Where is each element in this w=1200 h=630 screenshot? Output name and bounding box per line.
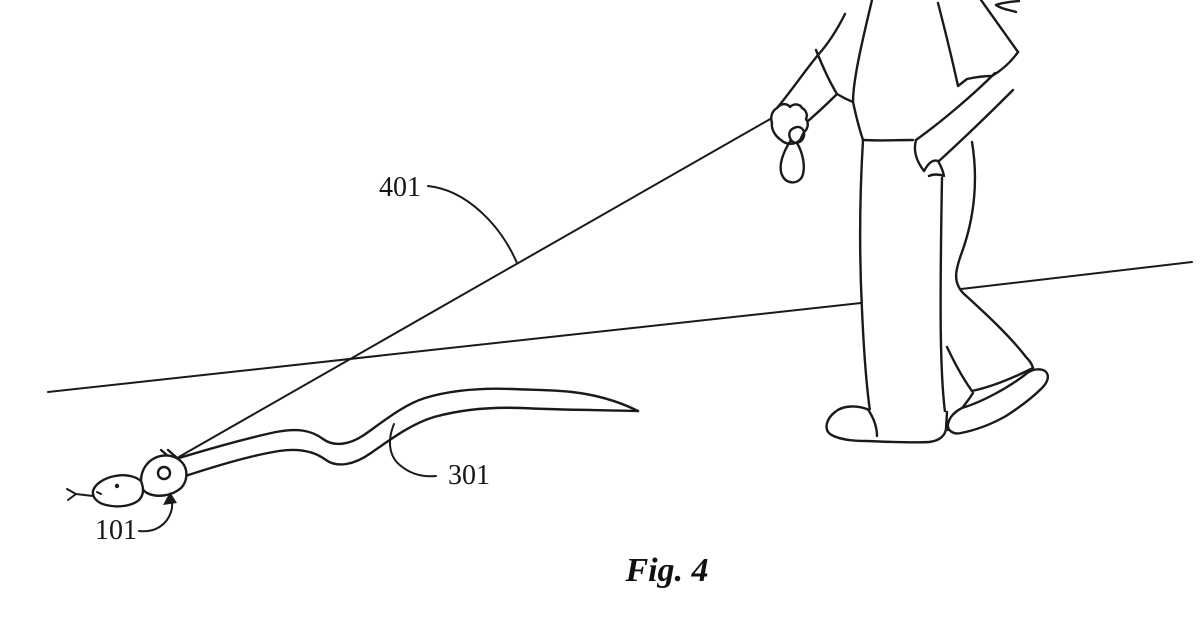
collar-ring bbox=[156, 465, 172, 481]
torso-left-lower-edge bbox=[851, 100, 865, 142]
reference-101: 101 bbox=[95, 492, 177, 546]
back-pant-hem bbox=[970, 366, 1035, 393]
leash-loop-strap bbox=[779, 138, 805, 184]
reference-401: 401 bbox=[379, 172, 518, 264]
ground-line-right-segment bbox=[960, 261, 1193, 290]
ponytail-wisp bbox=[994, 0, 1021, 14]
snake-figure bbox=[66, 387, 640, 508]
reference-301: 301 bbox=[388, 423, 490, 491]
shirt-front-opening bbox=[936, 1, 994, 88]
reference-101-arrowhead bbox=[163, 492, 177, 505]
torso-left-edge bbox=[851, 0, 874, 104]
far-sleeve-outer-edge bbox=[979, 0, 1020, 54]
snake-body-top-line bbox=[167, 387, 640, 463]
person-figure bbox=[770, 0, 1050, 444]
reference-301-leader bbox=[388, 423, 437, 478]
leash-loop-ring bbox=[788, 125, 806, 144]
snake-nostril bbox=[96, 491, 102, 495]
front-pant-right-edge bbox=[939, 176, 950, 432]
leash-line bbox=[169, 117, 773, 463]
snake-body-bottom-line bbox=[177, 406, 640, 480]
far-forearm-lower-edge bbox=[937, 88, 1015, 163]
reference-label-301: 301 bbox=[448, 460, 490, 491]
front-pant-left-edge bbox=[858, 138, 872, 413]
back-pant-front-edge bbox=[945, 345, 974, 393]
pocket-flap bbox=[927, 159, 946, 178]
reference-label-401: 401 bbox=[379, 172, 421, 203]
reference-label-101: 101 bbox=[95, 515, 137, 546]
front-shoe-tongue-line bbox=[867, 409, 879, 438]
near-hand-fist bbox=[770, 102, 809, 145]
far-forearm-upper-edge bbox=[914, 71, 997, 142]
front-shoe bbox=[825, 405, 949, 444]
snake-eye bbox=[114, 483, 120, 489]
far-hand bbox=[913, 138, 940, 173]
near-sleeve-hem bbox=[814, 48, 855, 104]
back-shoe bbox=[946, 368, 1050, 435]
hip-and-back-leg-edge bbox=[954, 140, 1035, 370]
reference-401-leader bbox=[427, 185, 518, 264]
snake-tongue bbox=[66, 488, 94, 501]
near-arm-upper-edge bbox=[775, 12, 847, 110]
snake-head bbox=[91, 474, 145, 508]
ground-line bbox=[47, 261, 1193, 393]
figure-caption: Fig. 4 bbox=[624, 552, 708, 589]
ground-line-left-segment bbox=[47, 302, 862, 393]
